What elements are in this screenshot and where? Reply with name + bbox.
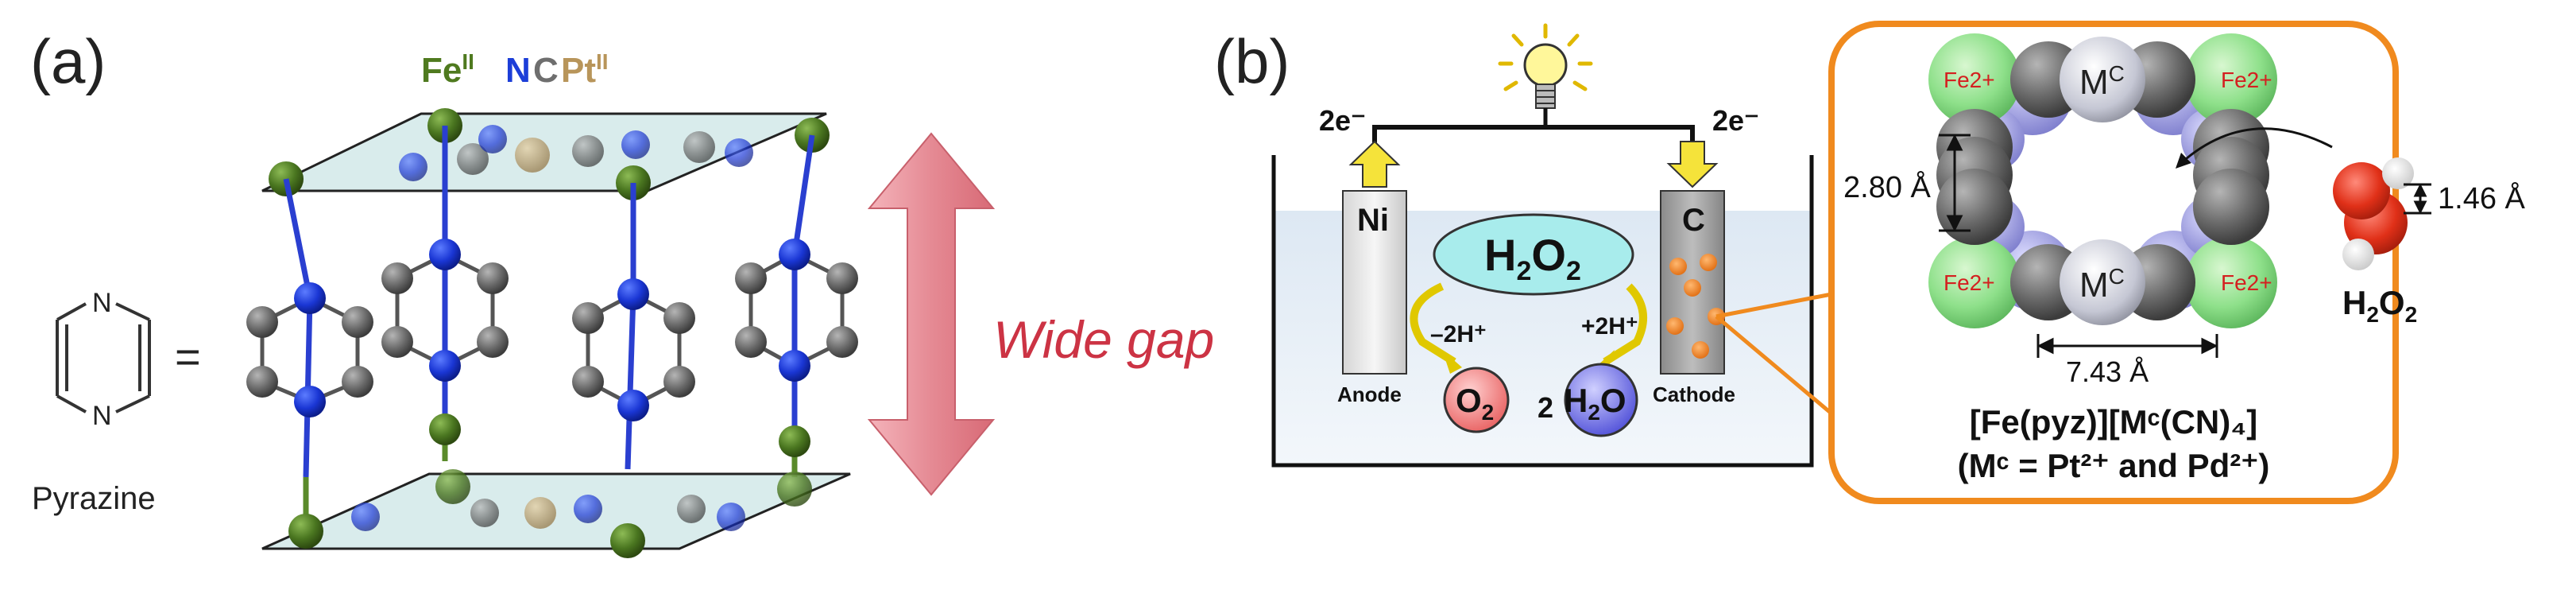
h2o2-insertion-arrow — [2180, 127, 2333, 165]
mc-label-top: MC — [2079, 61, 2125, 102]
catalyst-dots — [1666, 254, 1725, 359]
fe-label-bottom-right: Fe2+ — [2221, 270, 2272, 295]
legend-fe: FeII — [421, 49, 474, 90]
legend-n: N — [505, 51, 531, 90]
cathode-metal: C — [1682, 203, 1705, 238]
panel-a-label: (a) — [30, 26, 106, 96]
pyrazine-n-top: N — [92, 288, 112, 318]
callout-line-top — [1715, 292, 1832, 319]
oxidation-arrow — [1410, 282, 1456, 366]
panel-b: (b) 2e⁻ 2e⁻ — [1214, 21, 2526, 504]
equals-sign: = — [175, 332, 201, 382]
pillar-bonds — [283, 126, 815, 517]
h2o2-molecule — [2333, 157, 2414, 270]
pillar-atoms — [246, 239, 858, 457]
h2o2-bubble — [1433, 213, 1634, 296]
fe-label-top-left: Fe2+ — [1944, 68, 1995, 92]
o2-bubble — [1443, 367, 1510, 433]
h2o-coefficient: 2 — [1537, 391, 1553, 424]
plus-2h-label: +2H⁺ — [1581, 313, 1638, 340]
framework-structure — [246, 108, 858, 558]
atom-legend: FeII N C PtII — [421, 49, 609, 90]
horizontal-dimension-label: 7.43 Å — [2066, 355, 2149, 388]
electrons-left: 2e⁻ — [1319, 104, 1366, 137]
pyrazine-structure — [56, 302, 151, 413]
legend-pt: PtII — [561, 49, 609, 90]
beaker — [1271, 155, 1814, 468]
anode-label: Anode — [1337, 382, 1402, 406]
h2o2-label: H2O2 — [1484, 230, 1581, 286]
anode-electrode — [1342, 190, 1407, 375]
h2o-label: H2O — [1564, 382, 1626, 425]
bottom-layer-atoms — [288, 469, 812, 558]
bottom-layer-plane — [261, 472, 851, 550]
pyrazine-n-bottom: N — [92, 401, 112, 431]
anode-metal: Ni — [1357, 203, 1389, 238]
o2-label: O2 — [1456, 382, 1494, 425]
light-bulb-icon — [1498, 23, 1593, 109]
vertical-dimension — [1939, 134, 1971, 232]
horizontal-dimension — [2036, 334, 2218, 358]
wide-gap-label: Wide gap — [993, 310, 1214, 369]
cathode-label: Cathode — [1653, 382, 1735, 406]
callout-line-bottom — [1715, 315, 1833, 415]
panel-b-label: (b) — [1214, 26, 1290, 96]
reduction-arrow — [1603, 283, 1647, 366]
panel-a: (a) FeII N C PtII N N = Pyrazine — [30, 26, 1214, 558]
wide-gap-arrow — [867, 132, 996, 496]
electrons-right: 2e⁻ — [1712, 104, 1759, 137]
framework-formula: [Fe(pyz)][Mᶜ(CN)₄] — [1970, 403, 2258, 441]
circuit-wire — [1372, 125, 1695, 151]
fe-label-bottom-left: Fe2+ — [1944, 270, 1995, 295]
electron-arrow-up — [1348, 140, 1401, 188]
legend-c: C — [533, 51, 559, 90]
h2o2-dimension-label: 1.46 Å — [2438, 181, 2526, 215]
minus-2h-label: –2H⁺ — [1430, 321, 1487, 347]
h2o2-dimension — [2404, 183, 2431, 215]
pyrazine-caption: Pyrazine — [32, 481, 156, 516]
metal-definition: (Mᶜ = Pt²⁺ and Pd²⁺) — [1958, 447, 2270, 484]
mc-label-bottom: MC — [2079, 264, 2125, 305]
h2o-bubble — [1564, 363, 1638, 437]
electron-arrow-down — [1666, 141, 1719, 188]
fe-label-top-right: Fe2+ — [2221, 68, 2272, 92]
h2o2-molecule-label: H2O2 — [2342, 284, 2417, 327]
vertical-dimension-label: 2.80 Å — [1843, 169, 1932, 204]
